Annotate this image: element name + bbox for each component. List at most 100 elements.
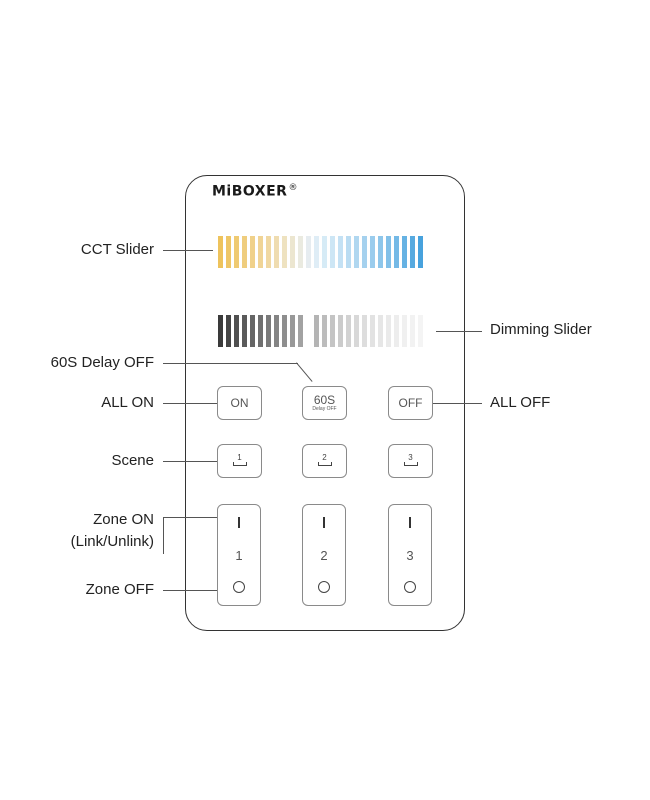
cct-slider-segment[interactable]: [338, 236, 343, 268]
cct-slider-segment[interactable]: [242, 236, 247, 268]
label-zone-on: Zone ON: [93, 511, 154, 528]
dimming-slider-segment[interactable]: [226, 315, 231, 347]
dimming-slider-segment[interactable]: [282, 315, 287, 347]
dimming-slider-segment[interactable]: [354, 315, 359, 347]
cct-slider-segment[interactable]: [306, 236, 311, 268]
leader-line: [433, 403, 482, 404]
dimming-slider-segment[interactable]: [250, 315, 255, 347]
cct-slider-segment[interactable]: [410, 236, 415, 268]
label-scene: Scene: [111, 452, 154, 469]
dimming-slider-segment[interactable]: [314, 315, 319, 347]
cct-slider-segment[interactable]: [418, 236, 423, 268]
dimming-slider[interactable]: [218, 315, 423, 347]
scene-number: 2: [322, 453, 327, 462]
dimming-slider-segment[interactable]: [258, 315, 263, 347]
leader-line: [163, 590, 217, 591]
dimming-slider-segment[interactable]: [306, 315, 311, 347]
zone-2-on-icon[interactable]: [323, 517, 325, 528]
all-off-button[interactable]: OFF: [388, 386, 433, 420]
dimming-slider-segment[interactable]: [322, 315, 327, 347]
scene-1-button[interactable]: 1: [217, 444, 262, 478]
dimming-slider-segment[interactable]: [298, 315, 303, 347]
dimming-slider-segment[interactable]: [362, 315, 367, 347]
dimming-slider-segment[interactable]: [234, 315, 239, 347]
cct-slider-segment[interactable]: [370, 236, 375, 268]
scene-icon: 3: [403, 453, 418, 466]
dimming-slider-segment[interactable]: [218, 315, 223, 347]
cct-slider-segment[interactable]: [298, 236, 303, 268]
all-on-button[interactable]: ON: [217, 386, 262, 420]
cct-slider-segment[interactable]: [346, 236, 351, 268]
cct-slider-segment[interactable]: [282, 236, 287, 268]
cct-slider-segment[interactable]: [250, 236, 255, 268]
dimming-slider-segment[interactable]: [330, 315, 335, 347]
label-zone-on-sub: (Link/Unlink): [70, 533, 154, 550]
scene-3-button[interactable]: 3: [388, 444, 433, 478]
dimming-slider-segment[interactable]: [402, 315, 407, 347]
cct-slider-segment[interactable]: [354, 236, 359, 268]
label-delay-off: 60S Delay OFF: [50, 354, 154, 371]
dimming-slider-segment[interactable]: [370, 315, 375, 347]
zone-1-on-icon[interactable]: [238, 517, 240, 528]
cct-slider-segment[interactable]: [378, 236, 383, 268]
dimming-slider-segment[interactable]: [386, 315, 391, 347]
dimming-slider-segment[interactable]: [418, 315, 423, 347]
cct-slider-segment[interactable]: [218, 236, 223, 268]
dimming-slider-segment[interactable]: [338, 315, 343, 347]
scene-number: 1: [237, 453, 242, 462]
cct-slider[interactable]: [218, 236, 423, 268]
cct-slider-segment[interactable]: [394, 236, 399, 268]
label-dimming-slider: Dimming Slider: [490, 321, 592, 338]
scene-icon: 2: [317, 453, 332, 466]
zone-number: 1: [235, 548, 243, 563]
scene-2-button[interactable]: 2: [302, 444, 347, 478]
zone-3-on-icon[interactable]: [409, 517, 411, 528]
leader-line: [163, 403, 217, 404]
zone-number: 2: [320, 548, 328, 563]
cct-slider-segment[interactable]: [258, 236, 263, 268]
scene-number: 3: [408, 453, 413, 462]
all-off-label: OFF: [398, 396, 423, 410]
delay-off-button[interactable]: 60S Delay OFF: [302, 386, 347, 420]
dimming-slider-segment[interactable]: [266, 315, 271, 347]
leader-line: [163, 250, 213, 251]
delay-sub-label: Delay OFF: [312, 406, 337, 412]
cct-slider-segment[interactable]: [402, 236, 407, 268]
leader-line: [163, 517, 164, 554]
dimming-slider-segment[interactable]: [290, 315, 295, 347]
zone-2-key: 2: [302, 504, 346, 606]
leader-line: [436, 331, 482, 332]
label-cct-slider: CCT Slider: [80, 241, 154, 258]
brand-logo: MiBOXER®: [212, 183, 298, 200]
cct-slider-segment[interactable]: [290, 236, 295, 268]
cct-slider-segment[interactable]: [330, 236, 335, 268]
cct-slider-segment[interactable]: [386, 236, 391, 268]
cct-slider-segment[interactable]: [274, 236, 279, 268]
cct-slider-segment[interactable]: [226, 236, 231, 268]
cct-slider-segment[interactable]: [234, 236, 239, 268]
brand-name: MiBOXER: [212, 183, 288, 200]
zone-number: 3: [406, 548, 414, 563]
zone-2-off-icon[interactable]: [318, 581, 330, 593]
registered-mark: ®: [288, 183, 298, 193]
delay-main-label: 60S: [313, 393, 336, 407]
leader-line: [163, 517, 217, 518]
all-on-label: ON: [230, 396, 249, 410]
dimming-slider-segment[interactable]: [274, 315, 279, 347]
leader-line: [163, 363, 298, 364]
cct-slider-segment[interactable]: [314, 236, 319, 268]
cct-slider-segment[interactable]: [266, 236, 271, 268]
dimming-slider-segment[interactable]: [378, 315, 383, 347]
zone-1-off-icon[interactable]: [233, 581, 245, 593]
cct-slider-segment[interactable]: [322, 236, 327, 268]
zone-1-key: 1: [217, 504, 261, 606]
dimming-slider-segment[interactable]: [346, 315, 351, 347]
dimming-slider-segment[interactable]: [410, 315, 415, 347]
scene-icon: 1: [232, 453, 247, 466]
dimming-slider-segment[interactable]: [242, 315, 247, 347]
cct-slider-segment[interactable]: [362, 236, 367, 268]
label-all-on: ALL ON: [101, 394, 154, 411]
dimming-slider-segment[interactable]: [394, 315, 399, 347]
zone-3-off-icon[interactable]: [404, 581, 416, 593]
label-all-off: ALL OFF: [490, 394, 551, 411]
